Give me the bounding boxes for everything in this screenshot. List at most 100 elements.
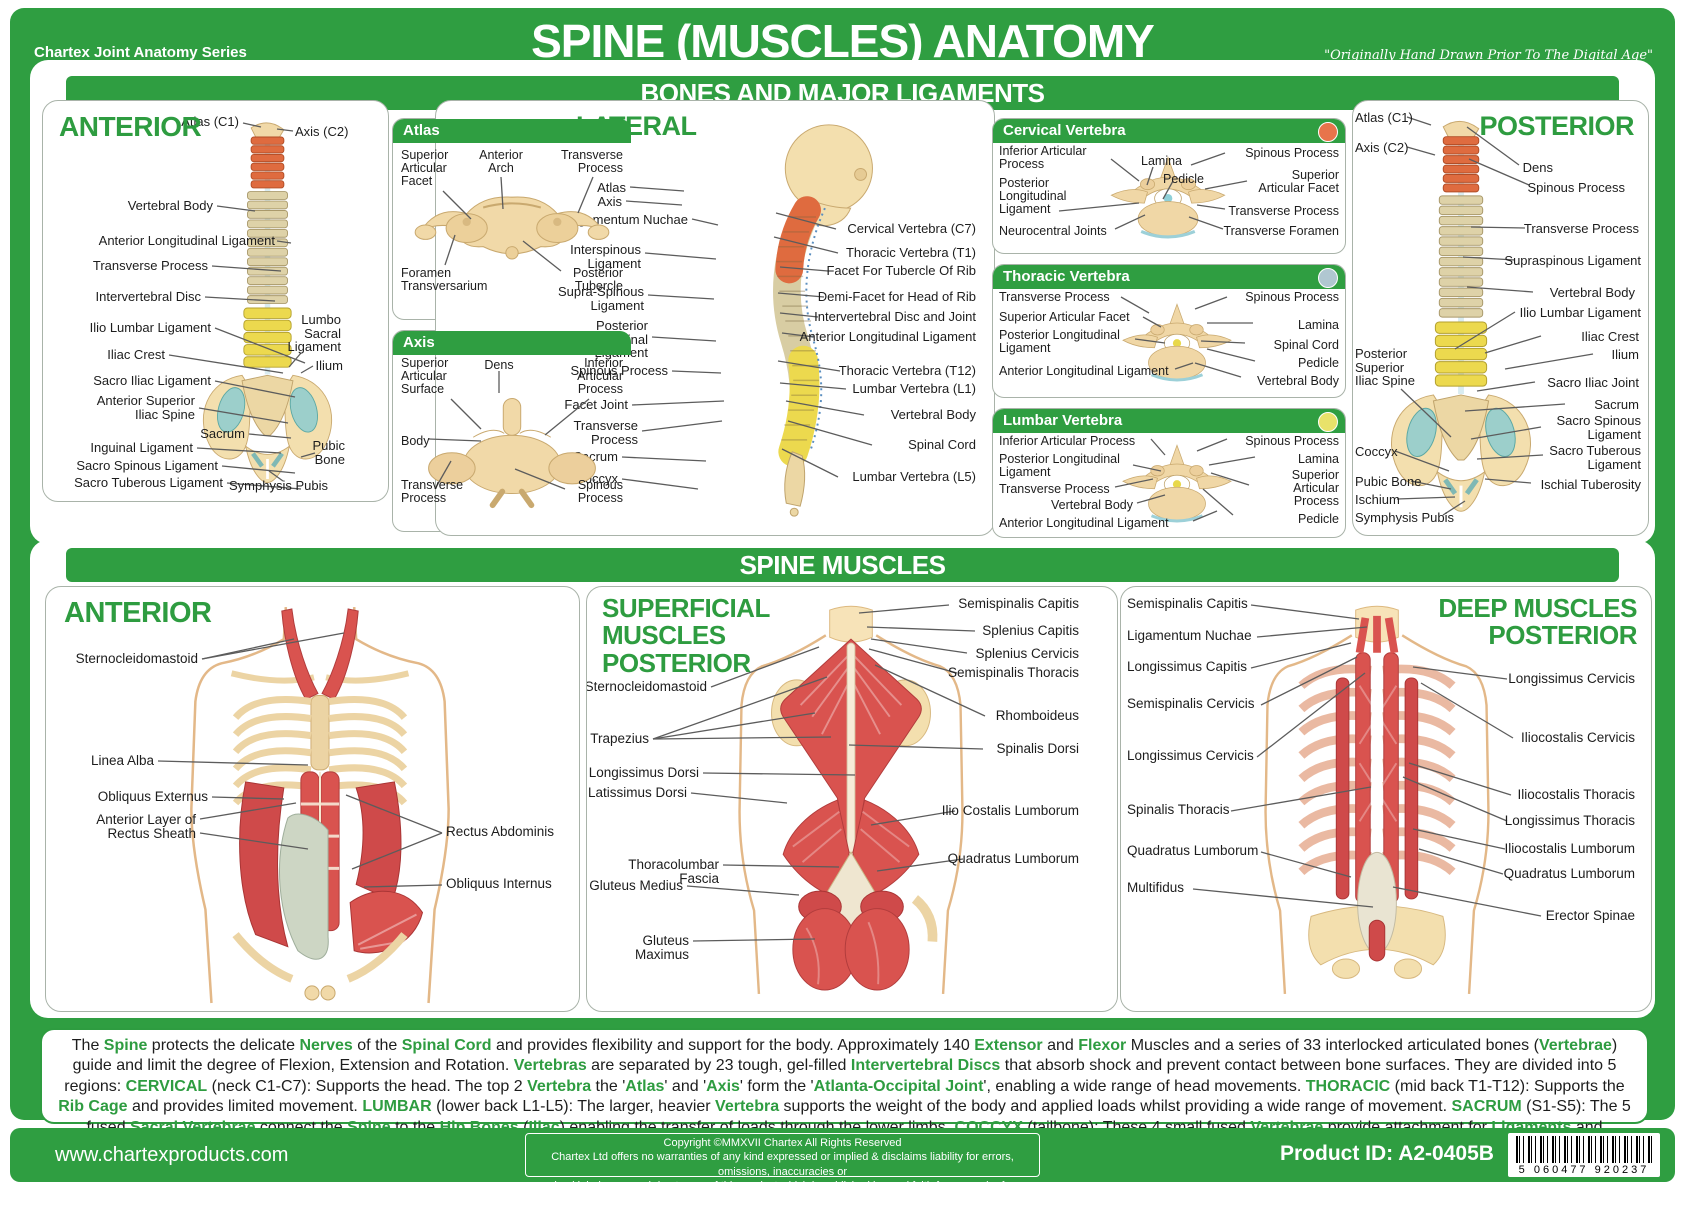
diagram-label: Inferior Articular Process bbox=[999, 434, 1136, 448]
diagram-label: Transverse Process bbox=[1523, 221, 1639, 236]
diagram-label: Body bbox=[401, 434, 430, 448]
region-color-dot bbox=[1318, 268, 1338, 288]
barcode-stripes bbox=[1516, 1136, 1652, 1163]
diagram-label: Trapezius bbox=[590, 731, 649, 746]
diagram-label: Ischial Tuberosity bbox=[1540, 477, 1641, 492]
diagram-label: Ischium bbox=[1355, 492, 1400, 507]
diagram-label: Intervertebral Disc and Joint bbox=[814, 309, 976, 324]
muscles-section: SPINE MUSCLES ANTERIOR Sternocleidomasto… bbox=[30, 540, 1655, 1018]
website-link[interactable]: www.chartexproducts.com bbox=[55, 1144, 289, 1166]
footer-keyword: Rib Cage bbox=[58, 1098, 128, 1116]
diagram-label: Anterior Layer of Rectus Sheath bbox=[96, 812, 196, 842]
diagram-label: Pedicle bbox=[1163, 172, 1204, 186]
diagram-label: Rhomboideus bbox=[995, 708, 1079, 723]
footer-text-segment: The bbox=[71, 1037, 104, 1054]
diagram-label: Quadratus Lumborum bbox=[947, 851, 1079, 866]
diagram-label: Ilio Lumbar Ligament bbox=[89, 320, 211, 335]
diagram-label: Linea Alba bbox=[90, 753, 154, 768]
diagram-label: Vertebral Body bbox=[890, 407, 976, 422]
diagram-label: Superior Articular Process bbox=[1291, 468, 1339, 509]
diagram-label: Sacro Iliac Joint bbox=[1547, 375, 1639, 390]
diagram-label: Ilio Costalis Lumborum bbox=[941, 803, 1079, 818]
diagram-label: Lamina bbox=[1298, 318, 1339, 332]
diagram-label: Thoracic Vertebra (T12) bbox=[838, 363, 976, 378]
footer-text-segment: and provides flexibility and support for… bbox=[491, 1037, 975, 1054]
diagram-label: Spinous Process bbox=[570, 363, 668, 378]
diagram-label: Longissimus Cervicis bbox=[1508, 671, 1635, 686]
footer-keyword: Vertebra bbox=[715, 1098, 780, 1116]
footer-keyword: LUMBAR bbox=[362, 1098, 432, 1116]
diagram-label: Supraspinous Ligament bbox=[1504, 253, 1641, 268]
bones-section: BONES AND MAJOR LIGAMENTS ANTERIOR Atlas… bbox=[30, 60, 1655, 544]
diagram-label: Transverse Process bbox=[560, 148, 623, 176]
diagram-label: Superior Articular Facet bbox=[401, 148, 449, 189]
diagram-label: Thoracic Vertebra (T1) bbox=[845, 245, 976, 260]
diagram-label: Iliocostalis Lumborum bbox=[1504, 841, 1635, 856]
diagram-label: Interspinous Ligament bbox=[570, 242, 641, 271]
product-id: Product ID: A2-0405B bbox=[1280, 1142, 1494, 1165]
box-title: Cervical Vertebra bbox=[1003, 122, 1126, 139]
diagram-label: Cervical Vertebra (C7) bbox=[847, 221, 976, 236]
diagram-label: Posterior Longitudinal Ligament bbox=[999, 176, 1067, 217]
diagram-label: Superior Articular Facet bbox=[1258, 168, 1339, 196]
diagram-label: Spinous Process bbox=[577, 478, 623, 506]
posterior-bones-panel: POSTERIOR Atlas (C1)Axis (C2)Posterior S… bbox=[1352, 100, 1649, 536]
diagram-label: Symphysis Pubis bbox=[1355, 510, 1454, 525]
diagram-label: Ilium bbox=[1611, 347, 1639, 362]
diagram-label: Spinal Cord bbox=[908, 437, 976, 452]
copyright-line: perceived injuries caused due to use of … bbox=[526, 1179, 1039, 1207]
diagram-label: Inferior Articular Process bbox=[999, 144, 1087, 172]
diagram-label: Anterior Arch bbox=[479, 148, 523, 176]
box-title: Thoracic Vertebra bbox=[1003, 268, 1130, 285]
diagram-label: Anterior Longitudinal Ligament bbox=[98, 233, 275, 248]
footer-description: The Spine protects the delicate Nerves o… bbox=[40, 1028, 1649, 1156]
diagram-label: Posterior Longitudinal Ligament bbox=[999, 328, 1120, 356]
copyright-line: Copyright ©MMXVII Chartex All Rights Res… bbox=[663, 1137, 902, 1149]
bottom-bar: www.chartexproducts.com Copyright ©MMXVI… bbox=[10, 1128, 1675, 1206]
diagram-label: Neurocentral Joints bbox=[999, 224, 1107, 238]
barcode: 5 060477 920237 bbox=[1508, 1133, 1660, 1177]
footer-keyword: Vertebrae bbox=[1538, 1037, 1612, 1054]
footer-text-segment: are separated by 23 tough, gel-filled bbox=[586, 1057, 851, 1075]
diagram-label: Vertebral Body bbox=[1051, 498, 1133, 512]
diagram-label: Lamina bbox=[1298, 452, 1339, 466]
diagram-label: Transverse Process bbox=[999, 290, 1110, 304]
diagram-label: Iliac Crest bbox=[1581, 329, 1639, 344]
diagram-label: Erector Spinae bbox=[1545, 908, 1635, 923]
panel-title: DEEP MUSCLES POSTERIOR bbox=[1438, 593, 1637, 651]
box-header: Lumbar Vertebra bbox=[993, 409, 1345, 433]
diagram-label: Transverse Process bbox=[573, 418, 638, 447]
diagram-label: Superior Articular Surface bbox=[401, 356, 449, 397]
diagram-label: Ilium bbox=[315, 358, 343, 373]
box-header: Axis bbox=[393, 331, 631, 355]
footer-keyword: Spinal Cord bbox=[401, 1037, 492, 1054]
diagram-label: Sacro Iliac Ligament bbox=[93, 373, 211, 388]
diagram-label: Anterior Longitudinal Ligament bbox=[999, 516, 1169, 530]
footer-text-segment: (mid back T1-T12): Supports the bbox=[1390, 1077, 1625, 1095]
diagram-label: Inferior Articular Process bbox=[577, 356, 623, 397]
diagram-label: Semispinalis Thoracis bbox=[947, 665, 1079, 680]
footer-text-segment: (neck C1-C7): Supports the head. The top… bbox=[207, 1077, 528, 1095]
diagram-label: Transverse Process bbox=[401, 478, 464, 506]
series-label: Chartex Joint Anatomy Series bbox=[34, 44, 247, 61]
box-header: Cervical Vertebra bbox=[993, 119, 1345, 143]
ant_muscles-illustration bbox=[174, 603, 466, 1005]
footer-text-segment: of the bbox=[352, 1037, 402, 1054]
diagram-label: Sacrum bbox=[200, 426, 245, 441]
footer-keyword: Intervertebral Discs bbox=[850, 1057, 1001, 1075]
diagram-label: Symphysis Pubis bbox=[229, 478, 328, 493]
copyright-line: Chartex Ltd offers no warranties of any … bbox=[551, 1151, 1014, 1178]
footer-text-segment: ', enabling a wide range of head movemen… bbox=[983, 1077, 1306, 1095]
diagram-label: Ilio Lumbar Ligament bbox=[1519, 305, 1641, 320]
tagline: "Originally Hand Drawn Prior To The Digi… bbox=[1324, 48, 1653, 63]
diagram-label: Gluteus Maximus bbox=[634, 933, 689, 963]
diagram-label: Dens bbox=[1522, 160, 1553, 175]
diagram-label: Spinous Process bbox=[1245, 434, 1339, 448]
diagram-label: Sacro Tuberous Ligament bbox=[74, 475, 223, 490]
diagram-label: Pubic Bone bbox=[312, 438, 345, 467]
diagram-label: Lamina bbox=[1141, 154, 1182, 168]
diagram-label: Transverse Process bbox=[92, 258, 208, 273]
box-title: Atlas bbox=[403, 122, 440, 139]
diagram-label: Superior Articular Facet bbox=[999, 310, 1130, 324]
